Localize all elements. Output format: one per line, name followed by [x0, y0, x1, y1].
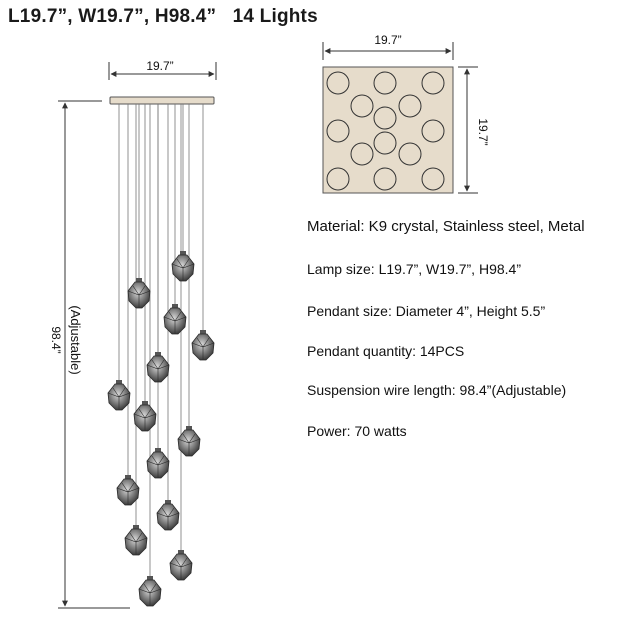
- crystal-pendant: [163, 304, 187, 335]
- top-depth-dimension: 19.7”: [458, 66, 490, 194]
- top-view-pendant-circle: [373, 71, 397, 95]
- adjustable-label: (Adjustable): [68, 305, 83, 374]
- crystal-pendant: [177, 426, 201, 457]
- top-depth-label: 19.7”: [476, 118, 490, 145]
- top-view-pendant-circle: [326, 167, 350, 191]
- suspension-wires: [118, 104, 204, 577]
- top-width-dimension: 19.7”: [322, 33, 454, 60]
- top-view-pendant-circle: [350, 142, 374, 166]
- crystal-pendant: [171, 251, 195, 282]
- top-view-pendant-circle: [326, 119, 350, 143]
- top-view-pendant-circle: [373, 106, 397, 130]
- top-view-pendant-circle: [350, 94, 374, 118]
- product-headline: L19.7”, W19.7”, H98.4” 14 Lights: [8, 6, 318, 27]
- crystal-pendant: [127, 278, 151, 309]
- top-view-pendant-positions: [326, 71, 445, 191]
- top-view-pendant-circle: [373, 167, 397, 191]
- crystal-pendant: [138, 576, 162, 607]
- spec-material: Material: K9 crystal, Stainless steel, M…: [307, 218, 585, 235]
- crystal-pendant: [133, 401, 157, 432]
- top-view-pendant-circle: [326, 71, 350, 95]
- side-height-dimension: 98.4” (Adjustable): [49, 100, 130, 609]
- top-view-pendant-circle: [398, 142, 422, 166]
- spec-power: Power: 70 watts: [307, 423, 407, 439]
- top-view-pendant-circle: [373, 131, 397, 155]
- top-view: 19.7” 19.7”: [322, 33, 490, 194]
- crystal-pendant: [124, 525, 148, 556]
- side-height-label: 98.4”: [49, 326, 63, 353]
- crystal-pendant: [146, 448, 170, 479]
- crystal-pendant: [146, 352, 170, 383]
- top-view-pendant-circle: [421, 119, 445, 143]
- crystal-pendant: [107, 380, 131, 411]
- spec-wire-length: Suspension wire length: 98.4”(Adjustable…: [307, 382, 567, 398]
- crystal-pendants: [107, 251, 215, 607]
- spec-pendant-quantity: Pendant quantity: 14PCS: [307, 343, 465, 359]
- top-view-pendant-circle: [421, 71, 445, 95]
- top-view-canopy: [322, 66, 454, 194]
- side-view: 19.7” 98.4” (Adjustable): [49, 59, 217, 609]
- top-view-pendant-circle: [398, 94, 422, 118]
- spec-lamp-size: Lamp size: L19.7”, W19.7”, H98.4”: [307, 261, 521, 277]
- top-view-pendant-circle: [421, 167, 445, 191]
- side-width-label: 19.7”: [146, 59, 173, 73]
- crystal-pendant: [169, 550, 193, 581]
- crystal-pendant: [116, 475, 140, 506]
- top-width-label: 19.7”: [374, 33, 401, 47]
- ceiling-canopy: [109, 96, 215, 105]
- side-width-dimension: 19.7”: [108, 59, 217, 80]
- crystal-pendant: [156, 500, 180, 531]
- crystal-pendant: [191, 330, 215, 361]
- spec-pendant-size: Pendant size: Diameter 4”, Height 5.5”: [307, 303, 546, 319]
